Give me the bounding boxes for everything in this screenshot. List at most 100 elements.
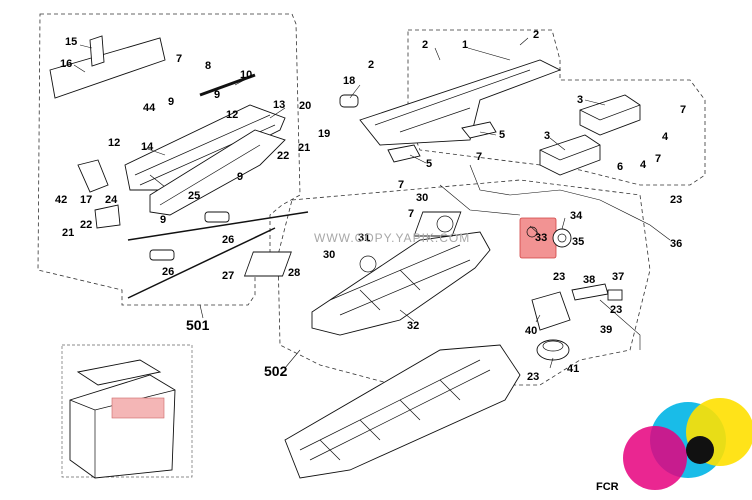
part-37 <box>607 289 623 301</box>
callout-9: 9 <box>160 214 166 226</box>
callout-12: 12 <box>108 137 120 149</box>
wire-harness <box>469 164 671 241</box>
part-roller-26-b <box>204 211 230 223</box>
callout-8: 8 <box>205 60 211 72</box>
callout-36: 36 <box>670 238 682 250</box>
callout-28: 28 <box>288 267 300 279</box>
callout-7: 7 <box>476 151 482 163</box>
callout-1: 1 <box>462 39 468 51</box>
callout-9: 9 <box>237 171 243 183</box>
callout-23: 23 <box>527 371 539 383</box>
callout-7: 7 <box>398 179 404 191</box>
callout-40: 40 <box>525 325 537 337</box>
part-bar-10 <box>199 73 256 97</box>
part-feed-assembly <box>284 344 521 479</box>
part-bracket-38 <box>571 283 609 301</box>
inset-highlight <box>111 397 165 419</box>
part-bracket-24 <box>94 204 121 229</box>
callout-17: 17 <box>80 194 92 206</box>
callout-30: 30 <box>323 249 335 261</box>
callout-3: 3 <box>544 130 550 142</box>
callout-15: 15 <box>65 36 77 48</box>
callout-labels: 1 2 2 2 3 3 4 4 5 5 6 7 7 7 7 7 7 8 9 9 … <box>55 29 686 383</box>
brand-logo-icon <box>623 398 752 490</box>
callout-25: 25 <box>188 190 200 202</box>
top-assembly-boundary <box>407 29 706 186</box>
callout-44: 44 <box>143 102 156 114</box>
callout-5: 5 <box>426 158 432 170</box>
part-bracket-40 <box>531 291 571 331</box>
part-bracket-15 <box>89 35 105 67</box>
part-panel-16 <box>49 37 166 99</box>
callout-7: 7 <box>680 104 686 116</box>
callout-7: 7 <box>176 53 182 65</box>
callout-20: 20 <box>299 100 311 112</box>
group-502-boundary <box>277 179 651 386</box>
callout-23: 23 <box>670 194 682 206</box>
part-frame-32 <box>311 231 491 336</box>
callout-39: 39 <box>600 324 612 336</box>
part-5-upper <box>461 121 497 139</box>
part-fan-30-right <box>413 211 462 237</box>
callout-42: 42 <box>55 194 67 206</box>
inset-frame <box>61 344 193 478</box>
callout-34: 34 <box>570 210 583 222</box>
callout-4: 4 <box>662 131 669 143</box>
callout-21: 21 <box>298 142 310 154</box>
part-unit-3-lower <box>539 134 601 176</box>
part-unit-3-upper <box>579 94 641 136</box>
callout-27: 27 <box>222 270 234 282</box>
callout-26: 26 <box>162 266 174 278</box>
callout-16: 16 <box>60 58 72 70</box>
callout-14: 14 <box>141 141 154 153</box>
inset-copier-body <box>69 374 176 479</box>
leader-lines <box>73 37 606 369</box>
watermark-text: WWW.COPY.YAPIK.COM <box>314 231 470 245</box>
callout-6: 6 <box>617 161 623 173</box>
callout-4: 4 <box>640 159 647 171</box>
part-motor-41 <box>536 339 570 361</box>
callout-5: 5 <box>499 129 505 141</box>
part-lever-17 <box>77 159 109 193</box>
callout-23: 23 <box>553 271 565 283</box>
callout-38: 38 <box>583 274 595 286</box>
callout-12: 12 <box>226 109 238 121</box>
callout-13: 13 <box>273 99 285 111</box>
callout-33: 33 <box>535 232 547 244</box>
callout-7: 7 <box>408 208 414 220</box>
callout-7: 7 <box>655 153 661 165</box>
part-plate-1 <box>359 59 562 146</box>
callout-24: 24 <box>105 194 118 206</box>
callout-10: 10 <box>240 69 252 81</box>
part-5-lower <box>387 144 421 163</box>
callout-26: 26 <box>222 234 234 246</box>
callout-37: 37 <box>612 271 624 283</box>
part-roller-18 <box>339 94 359 108</box>
part-roller-26-a <box>149 249 175 261</box>
group-label-502: 502 <box>264 363 288 379</box>
callout-41: 41 <box>567 363 579 375</box>
callout-23: 23 <box>610 304 622 316</box>
part-shaft-27 <box>127 227 276 299</box>
callout-21: 21 <box>62 227 74 239</box>
callout-9: 9 <box>168 96 174 108</box>
callout-22: 22 <box>80 219 92 231</box>
callout-3: 3 <box>577 94 583 106</box>
callout-32: 32 <box>407 320 419 332</box>
callout-30: 30 <box>416 192 428 204</box>
corner-code: FCR <box>596 481 619 493</box>
callout-18: 18 <box>343 75 355 87</box>
callout-2: 2 <box>533 29 539 41</box>
callout-2: 2 <box>422 39 428 51</box>
part-shaft-25 <box>127 211 309 241</box>
callout-22: 22 <box>277 150 289 162</box>
callout-2: 2 <box>368 59 374 71</box>
part-frame-13 <box>149 129 286 216</box>
callout-31: 31 <box>358 232 370 244</box>
group-label-501: 501 <box>186 317 210 333</box>
callout-19: 19 <box>318 128 330 140</box>
callout-9: 9 <box>214 89 220 101</box>
part-gear-35 <box>552 228 572 248</box>
